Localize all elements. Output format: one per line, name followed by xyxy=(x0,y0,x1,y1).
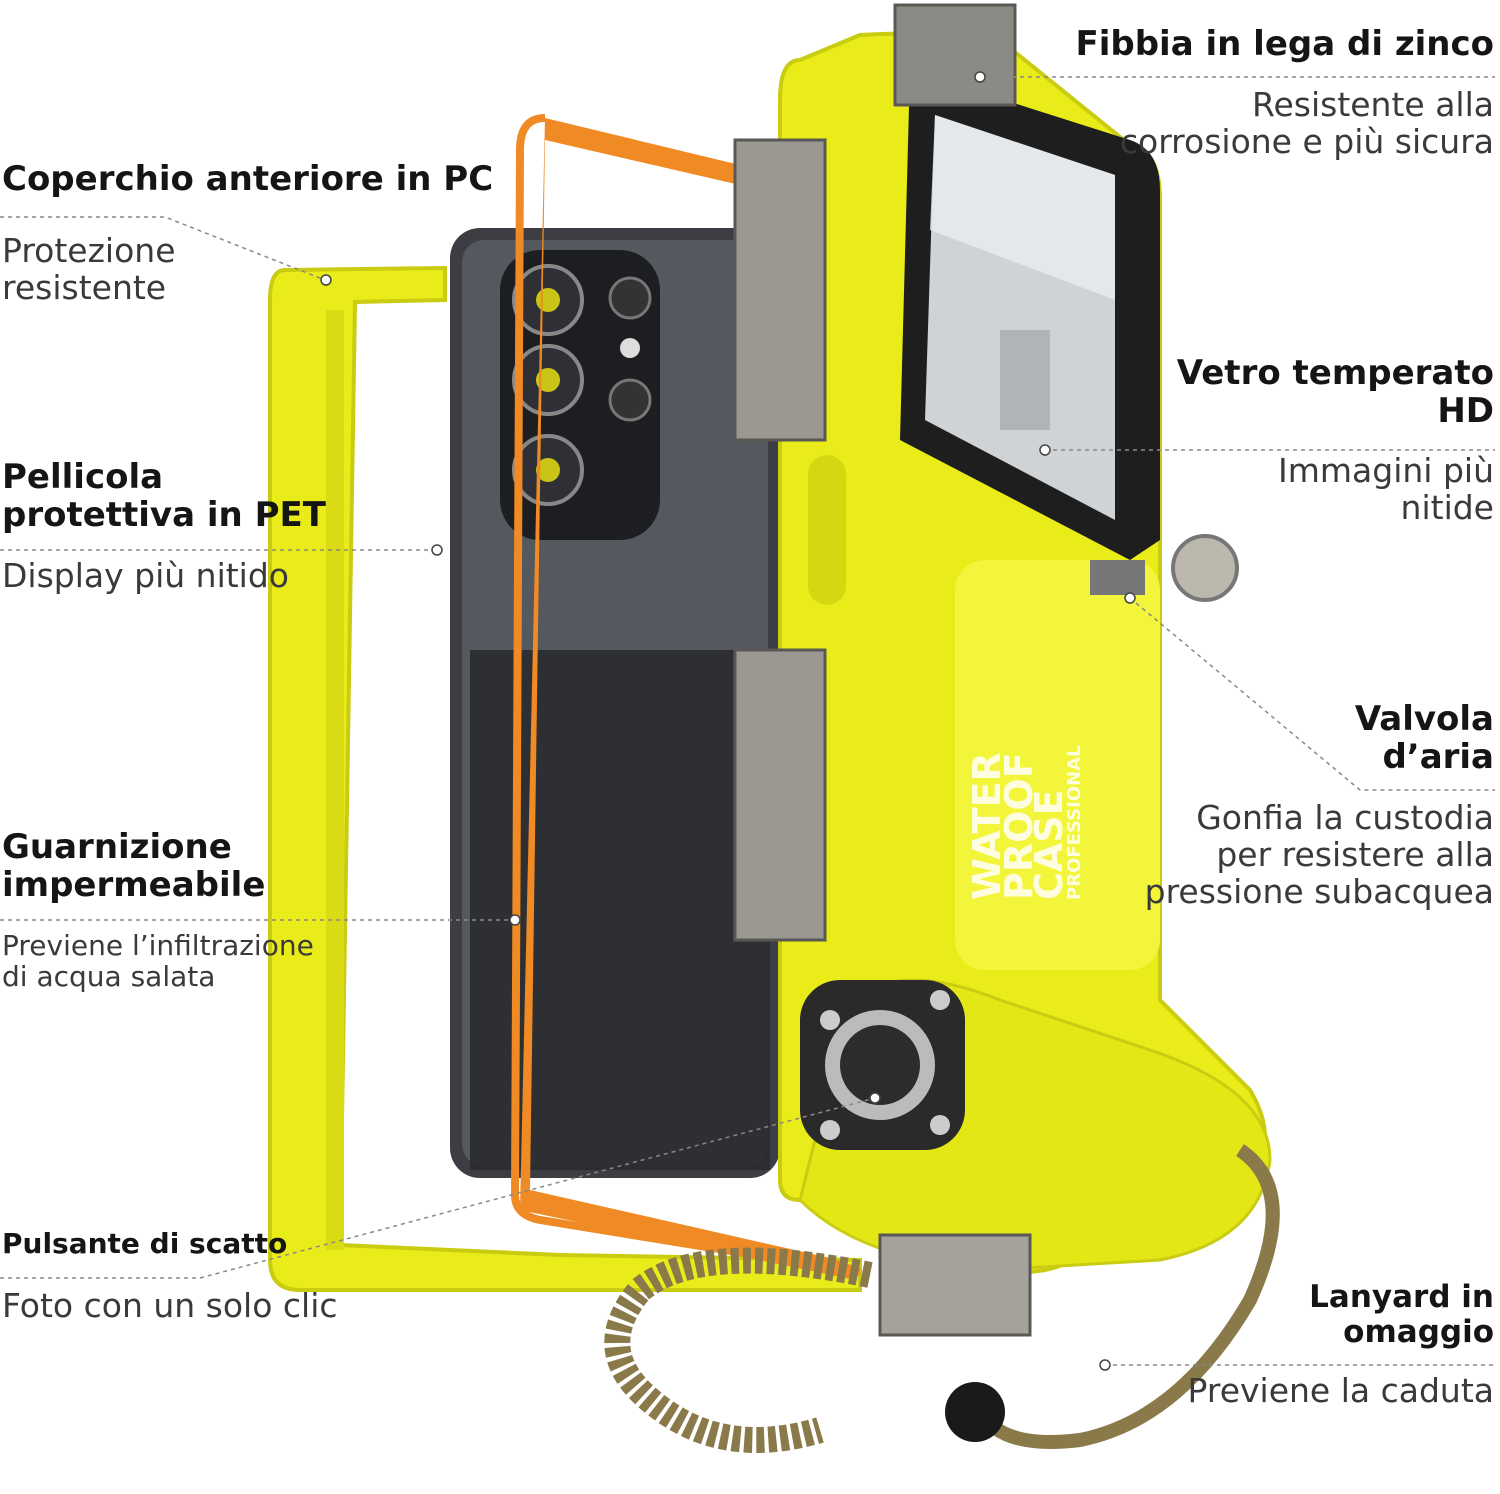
air-valve xyxy=(1090,534,1239,602)
lanyard-desc: Previene la caduta xyxy=(1187,1371,1494,1410)
valve-title-line-2: d’aria xyxy=(1382,737,1494,778)
valve-title: Valvola d’aria xyxy=(1355,700,1494,776)
glass-desc-line-2: nitide xyxy=(1400,487,1494,527)
valve-desc: Gonfia la custodia per resistere alla pr… xyxy=(1144,798,1494,911)
logo-line-3: CASE xyxy=(1027,789,1071,900)
product-logo: WATER PROOF CASE PROFESSIONAL xyxy=(965,745,1085,900)
pet-film-title-line-1: Pellicola xyxy=(2,457,164,497)
valve-desc-line-3: pressione subacquea xyxy=(1144,871,1494,911)
shutter-desc: Foto con un solo clic xyxy=(2,1286,338,1325)
lanyard-title: Lanyard in omaggio xyxy=(1309,1280,1494,1349)
gasket-desc-line-2: di acqua salata xyxy=(2,960,216,994)
pet-film-title-line-2: protettiva in PET xyxy=(2,495,326,536)
lanyard xyxy=(604,1144,1280,1453)
gasket-desc-line-1: Previene l’infiltrazione xyxy=(2,929,314,962)
glass-title: Vetro temperato HD xyxy=(1177,354,1494,430)
gasket-title: Guarnizione impermeabile xyxy=(2,828,265,904)
logo-line-4: PROFESSIONAL xyxy=(1064,745,1085,900)
front-cover-desc-line-1: Protezione xyxy=(2,231,176,270)
valve-title-line-1: Valvola xyxy=(1354,699,1494,739)
logo-line-2: PROOF xyxy=(997,752,1041,900)
glass-title-line-2: HD xyxy=(1437,391,1494,432)
front-cover-desc: Protezione resistente xyxy=(2,231,176,307)
pet-film-desc: Display più nitido xyxy=(2,556,289,595)
valve-desc-line-2: per resistere alla xyxy=(1216,834,1494,874)
front-cover-desc-line-2: resistente xyxy=(2,267,167,307)
buckle-desc-line-1: Resistente alla xyxy=(1252,85,1494,124)
buckle-desc-line-2: corrosione e più sicura xyxy=(1119,121,1494,161)
phone xyxy=(450,228,780,1178)
leader-lines xyxy=(0,76,1495,1366)
pet-film-title: Pellicola protettiva in PET xyxy=(2,458,326,534)
front-cover-title: Coperchio anteriore in PC xyxy=(2,159,494,199)
gasket-title-line-2: impermeabile xyxy=(2,865,266,906)
gasket-desc: Previene l’infiltrazione di acqua salata xyxy=(2,930,314,993)
lanyard-title-line-1: Lanyard in xyxy=(1309,1279,1494,1315)
glass-desc: Immagini più nitide xyxy=(1278,451,1494,527)
buckle-desc: Resistente alla corrosione e più sicura xyxy=(1119,85,1494,161)
zinc-buckles xyxy=(733,3,1032,1337)
glass-window xyxy=(900,70,1160,560)
gasket-ring xyxy=(510,114,861,1280)
front-cover-frame xyxy=(268,265,862,1292)
logo-line-1: WATER xyxy=(965,752,1009,900)
leader-dots xyxy=(320,71,1136,1371)
glass-desc-line-1: Immagini più xyxy=(1278,451,1494,490)
glass-title-line-1: Vetro temperato xyxy=(1176,353,1494,393)
shutter-button xyxy=(800,980,965,1150)
valve-desc-line-1: Gonfia la custodia xyxy=(1196,798,1494,837)
lanyard-title-line-2: omaggio xyxy=(1343,1313,1494,1350)
gasket-title-line-1: Guarnizione xyxy=(2,827,232,867)
shutter-title: Pulsante di scatto xyxy=(2,1227,288,1260)
buckle-title: Fibbia in lega di zinco xyxy=(1075,24,1494,64)
